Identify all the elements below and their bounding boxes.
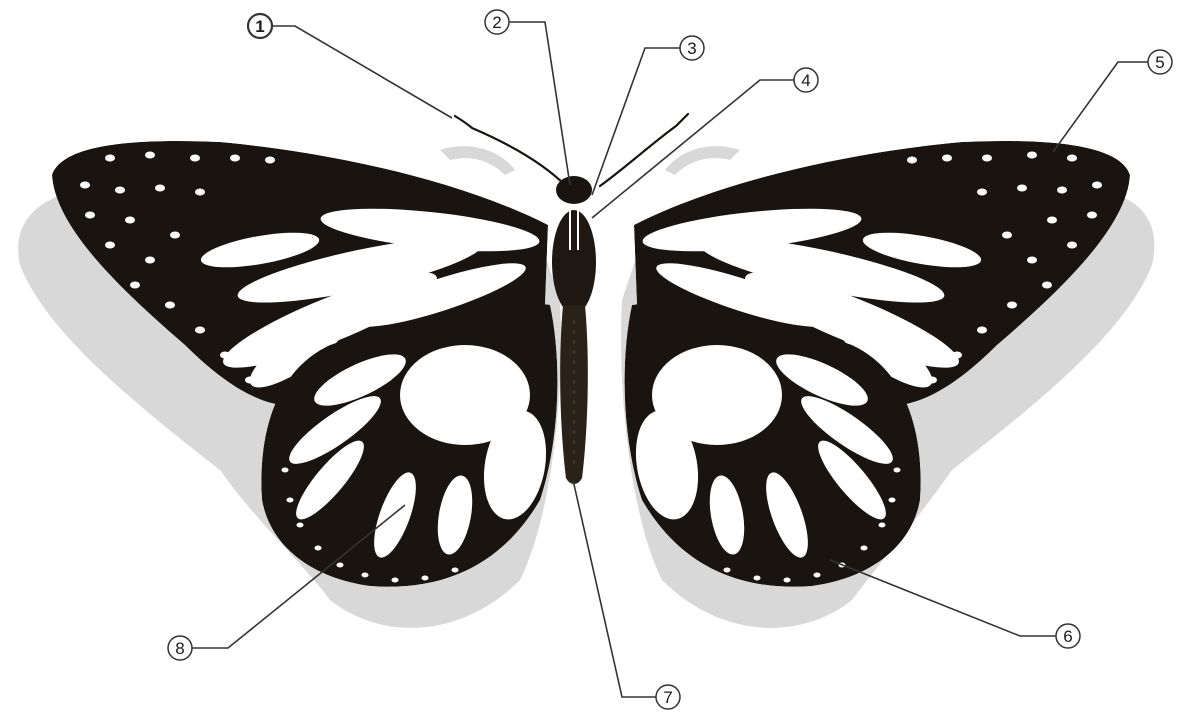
wing-spot xyxy=(861,546,868,551)
wing-spot xyxy=(1017,185,1027,192)
wing-spot xyxy=(195,189,205,196)
wing-spot xyxy=(195,327,205,334)
wing-spot xyxy=(315,546,322,551)
wing-spot xyxy=(1042,282,1052,289)
wing-spot xyxy=(362,573,369,578)
wing-spot xyxy=(927,377,937,384)
wing-spot xyxy=(230,155,240,162)
wing-spot xyxy=(1067,155,1077,162)
wing-spot xyxy=(155,185,165,192)
wing-spot xyxy=(287,498,294,503)
head xyxy=(556,176,592,204)
wing-spot xyxy=(754,576,761,581)
antennae xyxy=(455,114,688,186)
wing-spot xyxy=(894,468,901,473)
wing-spot xyxy=(130,282,140,289)
callout-number: 6 xyxy=(1063,627,1072,646)
wing-spot xyxy=(784,578,791,583)
callout-number: 4 xyxy=(801,71,810,90)
wing-spot xyxy=(165,302,175,309)
callout-number: 5 xyxy=(1155,53,1164,72)
wing-spot xyxy=(422,576,429,581)
wing-spot xyxy=(125,217,135,224)
wing-spot xyxy=(297,523,304,528)
wing-spot xyxy=(85,212,95,219)
wing-spot xyxy=(889,498,896,503)
wing-spot xyxy=(952,352,962,359)
thorax xyxy=(552,210,596,314)
wing-spot xyxy=(942,155,952,162)
wing-spot xyxy=(80,182,90,189)
wing-spot xyxy=(1087,212,1097,219)
wing-spot xyxy=(1027,257,1037,264)
wing-spot xyxy=(170,232,180,239)
wing-spot xyxy=(879,523,886,528)
callout-leader-line xyxy=(1053,62,1148,152)
wing-spot xyxy=(1047,217,1057,224)
wing-spot xyxy=(1002,232,1012,239)
wing-spot xyxy=(814,573,821,578)
wing-spot xyxy=(220,352,230,359)
callout-1: 1 xyxy=(248,14,452,118)
wing-spot xyxy=(392,578,399,583)
callout-number: 8 xyxy=(175,639,184,658)
wing-spot xyxy=(190,155,200,162)
wing-spot xyxy=(1092,182,1102,189)
wing-spot xyxy=(282,468,289,473)
wing-spot xyxy=(145,257,155,264)
callout-number: 3 xyxy=(687,39,696,58)
callout-number: 7 xyxy=(663,688,672,707)
wing-spot xyxy=(1067,242,1077,249)
wing-spot xyxy=(724,568,731,573)
wing-spot xyxy=(245,377,255,384)
wing-spot xyxy=(115,187,125,194)
wing-spot xyxy=(265,157,275,164)
wing-spot xyxy=(1057,187,1067,194)
wing-spot xyxy=(452,568,459,573)
callout-leader-line xyxy=(592,48,680,195)
wing-spot xyxy=(1007,302,1017,309)
callout-leader-line xyxy=(509,22,570,185)
wing-spot xyxy=(907,157,917,164)
callout-number: 1 xyxy=(255,17,264,36)
callout-leader-line xyxy=(272,26,452,118)
callout-number: 2 xyxy=(492,13,501,32)
wing-spot xyxy=(145,152,155,159)
wing-spot xyxy=(105,242,115,249)
wing-spot xyxy=(337,563,344,568)
callout-5: 5 xyxy=(1053,50,1172,152)
wing-spot xyxy=(977,327,987,334)
wing-spot xyxy=(977,189,987,196)
wing-spot xyxy=(1027,152,1037,159)
wing-spot xyxy=(982,155,992,162)
wing-spot xyxy=(105,155,115,162)
